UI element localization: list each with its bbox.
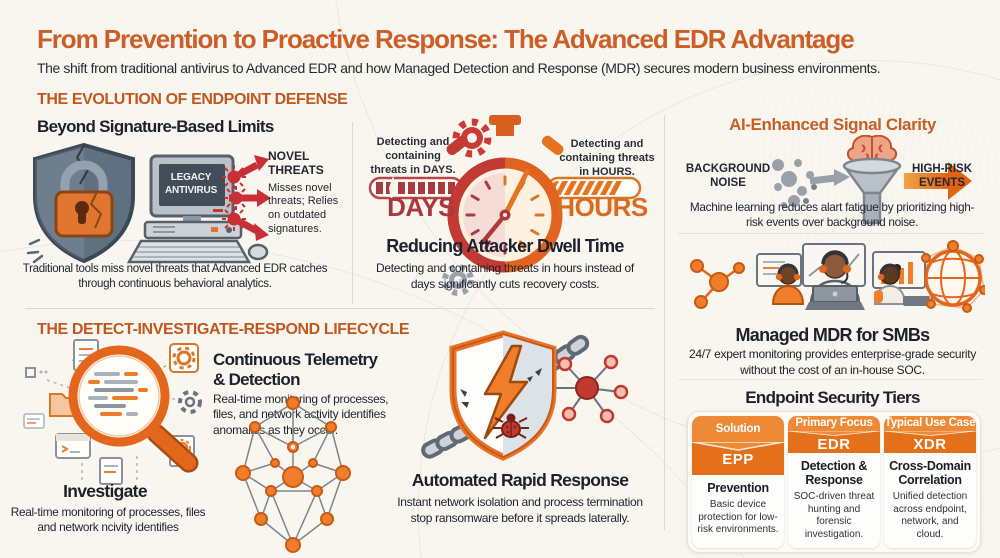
threat-node-icon bbox=[553, 354, 629, 424]
threat-arrows-icon bbox=[222, 155, 270, 241]
section-title-evolution: THE EVOLUTION OF ENDPOINT DEFENSE bbox=[37, 91, 348, 108]
panel-title-dwell: Reducing Attacker Dwell Time bbox=[386, 236, 624, 256]
tier-column-header: Solution bbox=[692, 416, 784, 442]
tier-column-header: Primary Focus bbox=[788, 416, 880, 431]
response-desc: Instant network isolation and process te… bbox=[397, 495, 643, 525]
lightning-icon bbox=[483, 344, 529, 440]
panel-title-telemetry: Continuous Telemetry & Detection bbox=[213, 350, 378, 389]
tier-desc: Basic device protection for low-risk env… bbox=[697, 499, 779, 535]
panel-title-response: Automated Rapid Response bbox=[411, 470, 629, 490]
break-spark-icon bbox=[460, 368, 542, 408]
analyst-icon bbox=[805, 250, 865, 310]
tier-column-header: Typical Use Case bbox=[884, 416, 976, 431]
tier-desc: Unified detection across endpoint, netwo… bbox=[892, 491, 968, 540]
progress-bar-days bbox=[368, 176, 464, 200]
virus-icon bbox=[222, 165, 248, 231]
high-risk-label: HIGH-RISK EVENTS bbox=[911, 163, 973, 189]
funnel-icon bbox=[842, 157, 902, 225]
globe-icon bbox=[921, 240, 985, 313]
progress-bar-hours bbox=[546, 176, 642, 200]
background-noise-label: BACKGROUND NOISE bbox=[685, 163, 771, 189]
tier-name: XDR bbox=[884, 436, 976, 453]
legacy-computer-icon bbox=[126, 154, 269, 264]
legacy-antivirus-illustration bbox=[26, 142, 270, 264]
tier-notch-decoration bbox=[788, 430, 880, 436]
tier-notch-decoration bbox=[692, 442, 784, 451]
vertical-divider bbox=[664, 115, 665, 530]
magnifier-icon bbox=[68, 345, 199, 473]
tier-column-edr: Primary Focus EDR Detection & Response S… bbox=[788, 416, 880, 548]
document-icon bbox=[99, 457, 123, 485]
horizontal-divider bbox=[25, 308, 655, 309]
soc-team-illustration bbox=[690, 240, 985, 313]
horizontal-divider bbox=[678, 233, 983, 234]
tier-focus: Cross-Domain Correlation bbox=[889, 459, 971, 487]
tier-column-xdr: Typical Use Case XDR Cross-Domain Correl… bbox=[884, 416, 976, 548]
investigate-illustration bbox=[23, 339, 202, 485]
signature-caption: Traditional tools miss novel threats tha… bbox=[22, 263, 328, 290]
tier-focus: Prevention bbox=[707, 481, 769, 495]
list-card-icon bbox=[23, 413, 45, 429]
malware-bug-icon bbox=[493, 413, 529, 439]
terminal-icon bbox=[55, 433, 91, 459]
section-title-lifecycle: THE DETECT-INVESTIGATE-RESPOND LIFECYCLE bbox=[37, 321, 410, 338]
threat-desc: Misses novel threats; Relies on outdated… bbox=[268, 181, 339, 235]
tiers-table: Solution EPP Prevention Basic device pro… bbox=[687, 411, 981, 553]
tier-column-epp: Solution EPP Prevention Basic device pro… bbox=[692, 416, 784, 548]
tier-body: Cross-Domain Correlation Unified detecti… bbox=[884, 453, 976, 548]
tier-name: EPP bbox=[692, 451, 784, 475]
gear-icon bbox=[178, 390, 202, 414]
arrow-right-icon bbox=[809, 169, 850, 186]
rapid-response-illustration bbox=[421, 330, 629, 461]
vertical-divider bbox=[352, 122, 353, 304]
threat-label: NOVEL THREATS bbox=[268, 149, 324, 177]
stopwatch-illustration bbox=[368, 115, 642, 296]
panel-title-mdr: Managed MDR for SMBs bbox=[735, 325, 930, 345]
panel-title-signal: AI-Enhanced Signal Clarity bbox=[729, 115, 936, 134]
page-title: From Prevention to Proactive Response: T… bbox=[37, 24, 855, 54]
hours-label: HOURS bbox=[556, 192, 648, 222]
stopwatch-icon bbox=[446, 115, 564, 273]
panel-title-signature: Beyond Signature-Based Limits bbox=[37, 117, 274, 136]
tier-name: EDR bbox=[788, 436, 880, 453]
tier-desc: SOC-driven threat hunting and forensic i… bbox=[793, 491, 875, 540]
tier-body: Prevention Basic device protection for l… bbox=[692, 475, 784, 548]
tier-body: Detection & Response SOC-driven threat h… bbox=[788, 453, 880, 548]
padlock-icon bbox=[54, 160, 114, 238]
tier-focus: Detection & Response bbox=[800, 459, 868, 487]
page-subtitle: The shift from traditional antivirus to … bbox=[37, 60, 881, 76]
signal-caption: Machine learning reduces alart fatigue b… bbox=[689, 200, 975, 230]
dwell-left-note: Detecting and containing threats in DAYS… bbox=[370, 136, 456, 176]
investigate-desc: Real-time monitoring of processes, files… bbox=[10, 505, 206, 535]
tier-notch-decoration bbox=[884, 430, 976, 436]
panel-title-investigate: Investigate bbox=[63, 481, 147, 501]
gear-icon bbox=[442, 264, 474, 296]
checkbox-icon bbox=[25, 367, 36, 378]
brain-icon bbox=[847, 135, 897, 165]
network-molecule-icon bbox=[690, 259, 745, 309]
horizontal-divider bbox=[678, 379, 983, 380]
analyst-icon bbox=[873, 263, 933, 306]
noise-dots-icon bbox=[772, 159, 817, 208]
panel-title-tiers: Endpoint Security Tiers bbox=[745, 388, 920, 407]
highrisk-arrow-icon bbox=[904, 162, 972, 200]
signal-filter-illustration bbox=[772, 135, 972, 225]
analyst-icon bbox=[771, 263, 805, 305]
dwell-right-note: Detecting and containing threats in HOUR… bbox=[559, 138, 655, 178]
dwell-caption: Detecting and containing threats in hour… bbox=[376, 261, 634, 291]
network-graph-icon bbox=[235, 396, 351, 553]
days-label: DAYS bbox=[387, 192, 455, 222]
mdr-caption: 24/7 expert monitoring provides enterpri… bbox=[688, 347, 977, 377]
screen-label: LEGACY ANTIVIRUS bbox=[164, 172, 218, 196]
gear-card-icon bbox=[169, 343, 199, 373]
telemetry-desc: Real-time monitoring of processes, files… bbox=[213, 392, 389, 437]
